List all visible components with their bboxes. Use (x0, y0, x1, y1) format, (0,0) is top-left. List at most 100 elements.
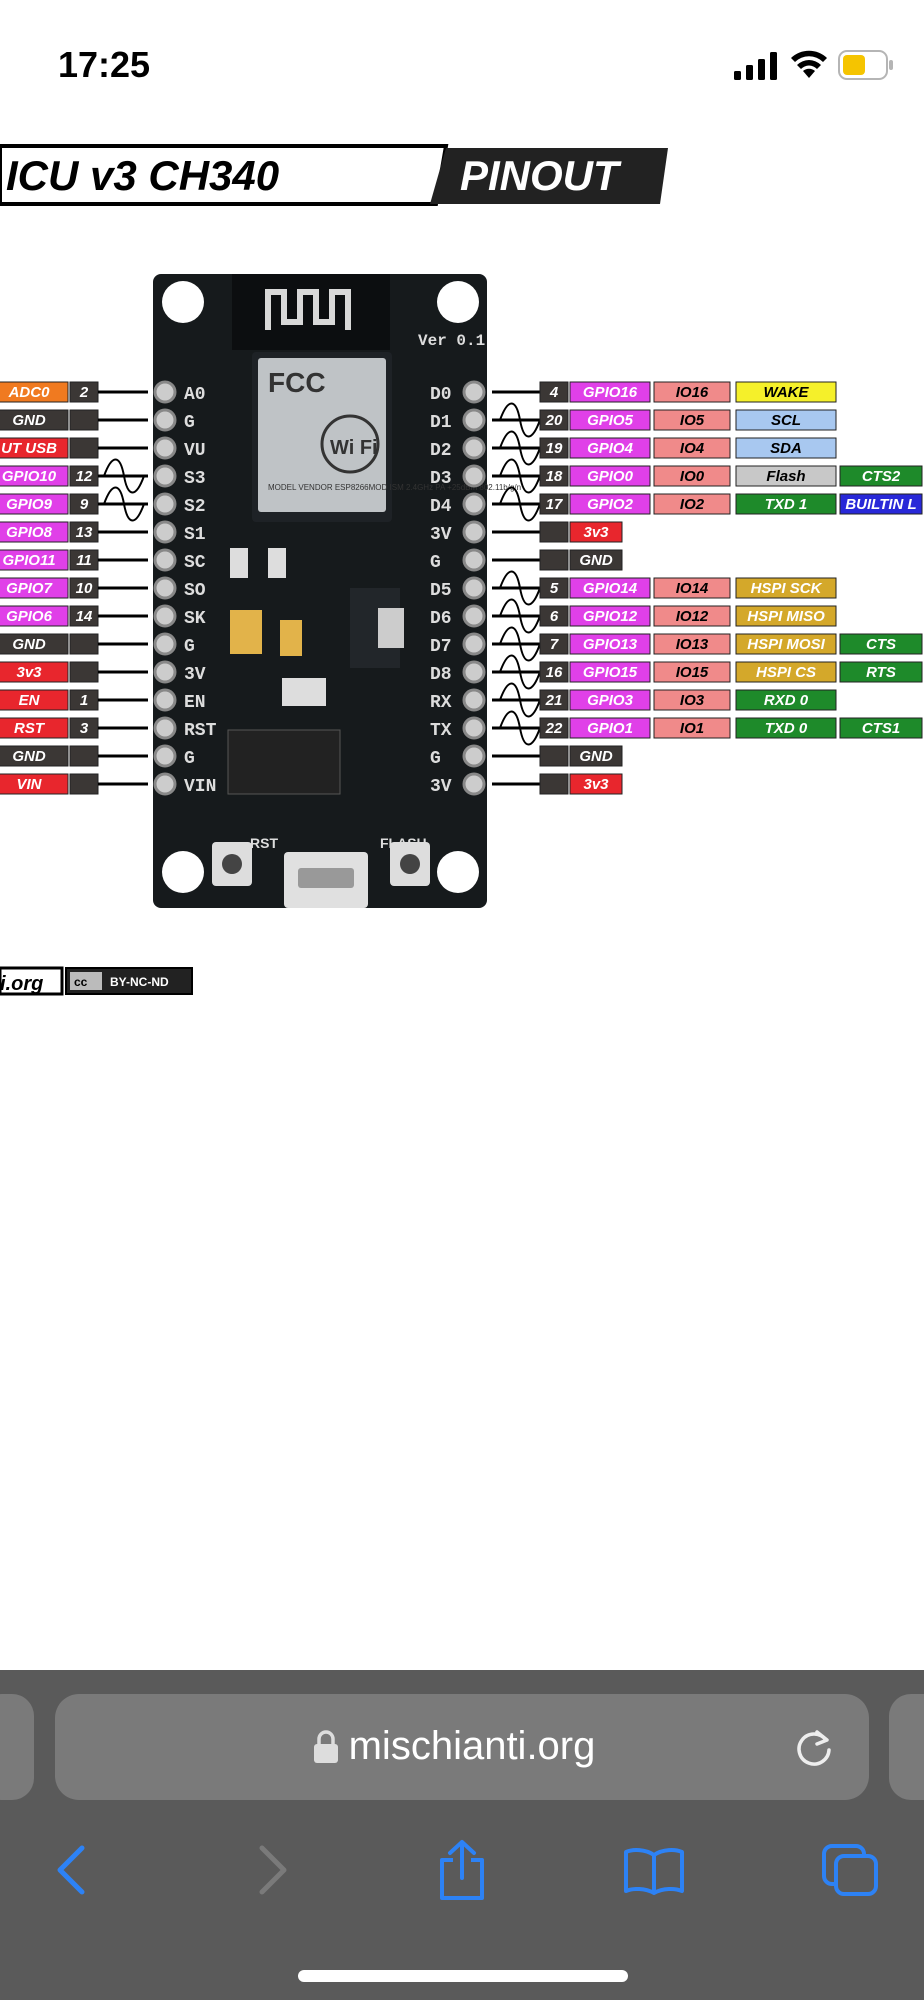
right-pin-power-box (569, 773, 623, 795)
left-pin-function: GPIO10 (2, 468, 57, 485)
right-pin-gpio-box (569, 493, 651, 515)
right-pin-power-box (569, 549, 623, 571)
right-pin-number: 17 (546, 496, 563, 513)
right-pin-power: GND (579, 552, 613, 569)
left-pin-function-box (0, 717, 69, 739)
left-pin-function: EN (19, 692, 41, 709)
left-pin-function: RST (14, 720, 46, 737)
right-pin-func2-box (839, 633, 923, 655)
left-pin-pad (153, 548, 177, 572)
right-pin-io-box (653, 465, 731, 487)
address-bar[interactable]: mischianti.org (55, 1694, 869, 1800)
right-pin-pad (462, 408, 486, 432)
left-pin-pad (153, 716, 177, 740)
next-tab-preview[interactable] (889, 1694, 924, 1800)
pinout-diagram: ICU v3 CH340 PINOUT FCC Wi Fi MODEL VEND… (0, 144, 923, 996)
right-pin-number-box (539, 577, 569, 599)
right-pin-func1-box (735, 633, 837, 655)
right-pin-pad (462, 632, 486, 656)
right-pin-wave (499, 458, 541, 494)
left-pin-function-box (0, 689, 69, 711)
right-pin-func2-box (839, 661, 923, 683)
left-pin-pad (153, 576, 177, 600)
cellular-signal-icon (734, 52, 777, 80)
right-pin-io-box (653, 605, 731, 627)
right-pin-io: IO4 (680, 440, 705, 457)
left-pin-number-box (69, 745, 99, 767)
right-pin-func2: BUILTIN L (845, 496, 916, 513)
right-pin-func1: SCL (771, 412, 801, 429)
left-pin-number-box (69, 633, 99, 655)
left-pin-silk: A0 (184, 385, 206, 405)
right-pin-number-box (539, 465, 569, 487)
right-pin-pad (462, 660, 486, 684)
left-pin-pad (153, 632, 177, 656)
right-pin-number-box (539, 605, 569, 627)
right-pin-func1-box (735, 465, 837, 487)
right-pin-func1-box (735, 577, 837, 599)
chevron-left-icon (57, 1845, 85, 1895)
right-pin-pad (462, 520, 486, 544)
rst-label: RST (250, 835, 278, 851)
left-pin-pad (153, 604, 177, 628)
right-pin-number-box (539, 437, 569, 459)
left-pin-pad (153, 688, 177, 712)
back-button[interactable] (32, 1830, 112, 1910)
chip-model-text: MODEL VENDOR ESP8266MOD ISM 2.4GHz PA +2… (268, 483, 521, 492)
previous-tab-preview[interactable] (0, 1694, 34, 1800)
right-pin-func1-box (735, 661, 837, 683)
right-pin-gpio-box (569, 689, 651, 711)
left-pin-pad (153, 744, 177, 768)
right-pin-io: IO14 (676, 580, 709, 597)
left-pin-function: GND (12, 748, 46, 765)
wifi-logo (320, 414, 380, 474)
left-pin-number: 14 (76, 608, 93, 625)
right-pin-number-box (539, 773, 569, 795)
right-pin-number-box (539, 493, 569, 515)
bookmarks-button[interactable] (614, 1830, 694, 1910)
right-pin-silk: D4 (430, 497, 452, 517)
right-pin-pad (462, 604, 486, 628)
right-pin-pad (462, 772, 486, 796)
right-pin-silk: TX (430, 721, 452, 741)
right-pin-number: 6 (550, 608, 559, 625)
right-pin-gpio-box (569, 661, 651, 683)
left-pin-number-box (69, 437, 99, 459)
left-pin-function-box (0, 493, 69, 515)
reload-icon[interactable] (793, 1726, 835, 1768)
right-pin-number: 16 (546, 664, 563, 681)
forward-button[interactable] (232, 1830, 312, 1910)
left-pin-wave (103, 486, 145, 522)
diagram-footer: i.org cc BY-NC-ND (0, 966, 193, 996)
right-pin-silk: D2 (430, 441, 452, 461)
right-pin-func1-box (735, 493, 837, 515)
capacitor (230, 610, 262, 654)
left-pin-pad (153, 520, 177, 544)
left-pin-function-box (0, 381, 69, 403)
right-pin-gpio: GPIO0 (587, 468, 634, 485)
home-indicator[interactable] (298, 1970, 628, 1982)
license-cc: cc (74, 975, 88, 989)
share-button[interactable] (422, 1830, 502, 1910)
left-pin-number: 10 (76, 580, 93, 597)
url-text: mischianti.org (348, 1724, 596, 1768)
right-pin-pad (462, 464, 486, 488)
right-pin-gpio: GPIO1 (587, 720, 633, 737)
left-pin-function-box (0, 521, 69, 543)
right-pin-number: 22 (545, 720, 563, 737)
right-pin-func1: Flash (766, 468, 805, 485)
tabs-button[interactable] (810, 1830, 890, 1910)
